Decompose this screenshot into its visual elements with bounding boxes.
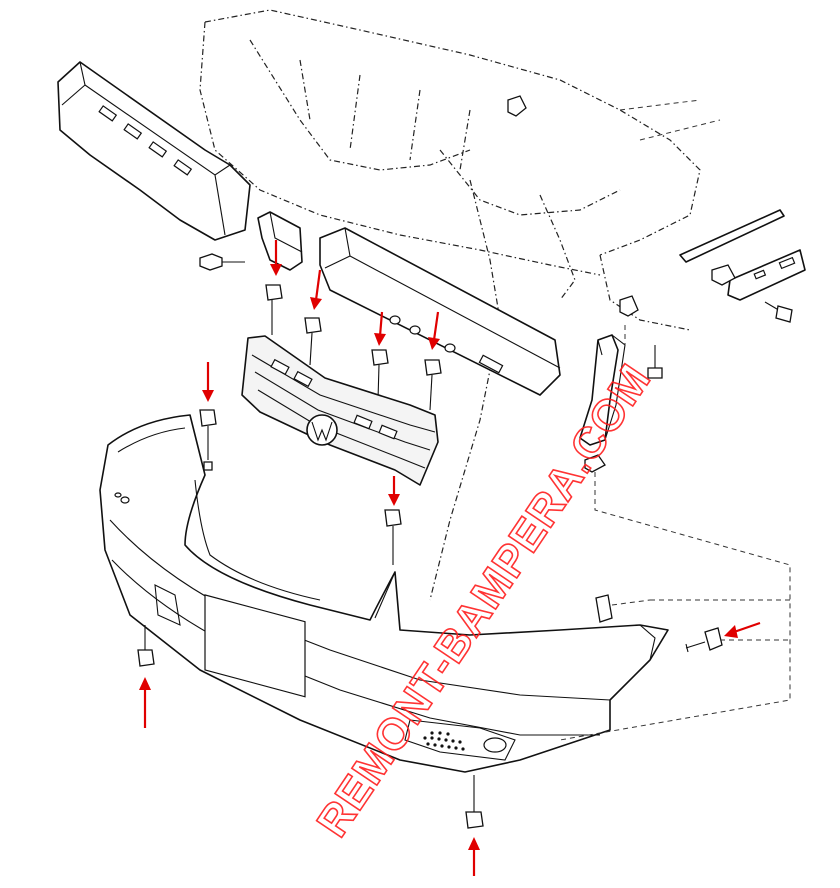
removal-arrows — [139, 240, 761, 876]
bolt-grille-1 — [265, 284, 283, 335]
front-bumper-cover — [99, 414, 669, 773]
screw-bracket-right — [647, 345, 663, 379]
red-arrow-6 — [388, 476, 400, 506]
bolt-grille-3 — [371, 349, 389, 401]
bumper-reinforcement-bar — [319, 227, 561, 396]
bolt-bumper-bottom-left — [137, 625, 155, 667]
red-arrow-5 — [202, 362, 214, 402]
bolt-bumper-top-left — [199, 409, 217, 471]
nut-bracket-right — [584, 454, 606, 473]
red-arrow-9 — [468, 837, 480, 876]
bolt-bumper-top-center — [384, 509, 402, 565]
side-clip-right — [619, 264, 736, 317]
top-clip — [507, 95, 527, 117]
bolt-bumper-right — [685, 627, 723, 653]
bolt-grille-2 — [304, 317, 322, 366]
red-arrow-2 — [310, 269, 322, 310]
red-arrow-8 — [139, 677, 151, 728]
red-arrow-1 — [270, 240, 282, 276]
red-arrow-4 — [428, 311, 440, 350]
plastic-rivet — [199, 253, 245, 271]
red-arrow-3 — [374, 311, 386, 346]
bracket-left — [257, 211, 303, 271]
connector-lines — [559, 325, 791, 741]
bolt-bumper-bottom-center — [465, 775, 484, 829]
side-rail-right — [679, 209, 806, 301]
bolt-grille-4 — [424, 359, 442, 411]
screw-right-rail — [764, 301, 793, 323]
red-arrow-7 — [724, 621, 761, 638]
bumper-side-clip — [595, 594, 651, 623]
bracket-right — [579, 334, 626, 446]
radiator-grille — [241, 335, 439, 486]
impact-absorber-left — [57, 61, 251, 241]
